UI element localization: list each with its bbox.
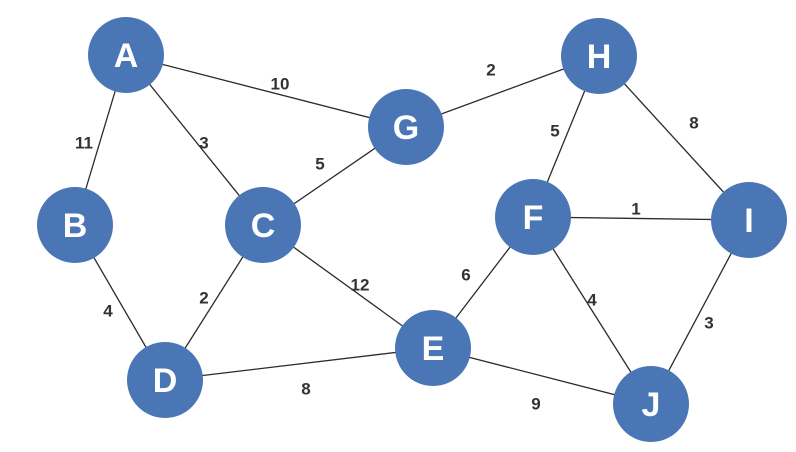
edge-weight-b-d: 4 [103, 302, 113, 321]
edge-weight-e-f: 6 [461, 266, 470, 285]
node-circle-f [495, 179, 571, 255]
node-circle-c [225, 187, 301, 263]
node-label-d: D [153, 362, 178, 400]
node-e: E [395, 310, 471, 386]
node-label-b: B [63, 207, 88, 245]
edge-weights-layer: 10 11 3 2 5 4 2 12 8 6 9 5 8 1 4 3 [75, 61, 714, 414]
edge-d-e [164, 347, 434, 381]
node-label-g: G [393, 109, 419, 147]
node-label-i: I [744, 202, 753, 240]
edge-a-g [125, 54, 407, 128]
node-circle-a [88, 17, 164, 93]
node-j: J [613, 366, 689, 442]
node-a: A [88, 17, 164, 93]
edge-weight-g-c: 5 [315, 155, 324, 174]
node-label-j: J [642, 386, 661, 424]
edge-weight-e-j: 9 [531, 395, 540, 414]
node-f: F [495, 179, 571, 255]
edge-weight-c-d: 2 [199, 289, 208, 308]
edge-weight-f-j: 4 [587, 291, 597, 310]
node-circle-g [368, 89, 444, 165]
edge-weight-a-g: 10 [271, 75, 290, 94]
node-g: G [368, 89, 444, 165]
node-label-c: C [251, 207, 276, 245]
edge-weight-h-i: 8 [689, 114, 698, 133]
node-i: I [711, 182, 787, 258]
edge-weight-a-b: 11 [75, 134, 93, 153]
node-d: D [127, 342, 203, 418]
node-h: H [561, 18, 637, 94]
nodes-layer: A B C D E F G H I J [37, 17, 787, 442]
edge-weight-d-e: 8 [301, 380, 310, 399]
edge-weight-f-i: 1 [631, 200, 640, 219]
node-label-a: A [114, 37, 139, 75]
node-circle-d [127, 342, 203, 418]
node-circle-b [37, 187, 113, 263]
edge-weight-c-e: 12 [351, 276, 370, 295]
node-circle-h [561, 18, 637, 94]
edge-weight-g-h: 2 [486, 61, 495, 80]
node-circle-e [395, 310, 471, 386]
node-circle-j [613, 366, 689, 442]
node-label-f: F [523, 199, 544, 237]
node-b: B [37, 187, 113, 263]
edge-weight-i-j: 3 [704, 314, 713, 333]
node-label-e: E [422, 330, 445, 368]
edge-weight-h-f: 5 [550, 122, 559, 141]
node-circle-i [711, 182, 787, 258]
node-c: C [225, 187, 301, 263]
node-label-h: H [587, 38, 612, 76]
edge-weight-a-c: 3 [199, 134, 208, 153]
